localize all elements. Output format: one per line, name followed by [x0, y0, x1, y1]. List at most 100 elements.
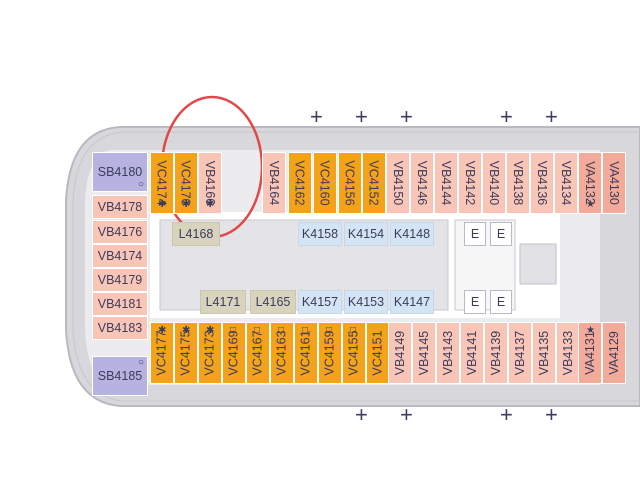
lifeboat-plus-icon: +	[500, 104, 513, 129]
cabin-vb4144[interactable]: VB4144	[434, 152, 458, 214]
cabin-vb4178[interactable]: VB4178	[92, 195, 148, 219]
cabin-vc4167[interactable]: VC4167	[246, 322, 270, 384]
cabin-vb4183[interactable]: VB4183	[92, 316, 148, 340]
asterisk-icon: ✱	[182, 325, 191, 336]
cabin-vc4160[interactable]: VC4160	[313, 152, 337, 214]
cabin-vc4177[interactable]: VC4177	[150, 322, 174, 384]
cabin-number: L4165	[255, 295, 291, 309]
cabin-vb4181[interactable]: VB4181	[92, 292, 148, 316]
cabin-vb4166[interactable]: VB4166	[198, 152, 222, 214]
cabin-va4129[interactable]: VA4129	[602, 322, 626, 384]
cabin-number: E	[496, 295, 506, 309]
cabin-number: SB4180	[97, 165, 143, 179]
cabin-number: K4157	[301, 295, 339, 309]
cabin-number: VB4135	[537, 330, 552, 376]
circle-icon: ○	[138, 357, 145, 368]
cabin-vb4134[interactable]: VB4134	[554, 152, 578, 214]
cabin-vb4176[interactable]: VB4176	[92, 220, 148, 244]
square-icon: □	[302, 325, 309, 336]
cabin-vc4161[interactable]: VC4161	[294, 322, 318, 384]
cabin-vc4162[interactable]: VC4162	[288, 152, 312, 214]
cabin-vc4163[interactable]: VC4163	[270, 322, 294, 384]
lifeboat-plus-icon: +	[355, 104, 368, 129]
cabin-number: VB4144	[439, 160, 454, 206]
cabin-number: VC4156	[343, 160, 357, 206]
cabin-number: VC4173	[203, 330, 217, 376]
cabin-number: VC4159	[323, 330, 337, 376]
cabin-vb4146[interactable]: VB4146	[410, 152, 434, 214]
cabin-vb4138[interactable]: VB4138	[506, 152, 530, 214]
cabin-vc4170[interactable]: VC4170	[174, 152, 198, 214]
cabin-number: VB4179	[97, 273, 143, 287]
cabin-l4165[interactable]: L4165	[250, 290, 296, 314]
cabin-number: VC4163	[275, 330, 289, 376]
cabin-va4132[interactable]: VA4132	[578, 152, 602, 214]
cabin-number: VA4129	[607, 331, 621, 375]
cabin-vb4149[interactable]: VB4149	[388, 322, 412, 384]
cabin-number: VB4174	[97, 249, 143, 263]
cabin-k4154[interactable]: K4154	[344, 222, 388, 246]
asterisk-icon: ✱	[206, 199, 215, 210]
lifeboat-plus-icon: +	[310, 104, 323, 129]
cabin-vb4174[interactable]: VB4174	[92, 244, 148, 268]
cabin-number: VB4178	[97, 200, 143, 214]
cabin-number: VB4137	[513, 330, 528, 376]
cabin-vb4145[interactable]: VB4145	[412, 322, 436, 384]
lifeboat-plus-icon: +	[355, 402, 368, 427]
cabin-vb4139[interactable]: VB4139	[484, 322, 508, 384]
cabin-number: VB4142	[463, 160, 478, 206]
cabin-vc4152[interactable]: VC4152	[362, 152, 386, 214]
cabin-vb4179[interactable]: VB4179	[92, 268, 148, 292]
stairwell	[519, 243, 557, 285]
cabin-e[interactable]: E	[464, 222, 486, 246]
cabin-e[interactable]: E	[490, 222, 512, 246]
cabin-vc4155[interactable]: VC4155	[342, 322, 366, 384]
cabin-vc4169[interactable]: VC4169	[222, 322, 246, 384]
cabin-sb4180[interactable]: SB4180	[92, 152, 148, 192]
cabin-number: VB4133	[561, 330, 576, 376]
cabin-vb4142[interactable]: VB4142	[458, 152, 482, 214]
cabin-number: K4153	[347, 295, 385, 309]
lifeboat-plus-icon: +	[545, 402, 558, 427]
cabin-k4147[interactable]: K4147	[390, 290, 434, 314]
cabin-number: VC4155	[347, 330, 361, 376]
cabin-va4131[interactable]: VA4131	[578, 322, 602, 384]
cabin-number: VB4146	[415, 160, 430, 206]
cabin-sb4185[interactable]: SB4185	[92, 356, 148, 396]
cabin-number: VA4131	[583, 331, 597, 375]
lifeboat-plus-icon: +	[500, 402, 513, 427]
cabin-e[interactable]: E	[464, 290, 486, 314]
star-icon: ★	[586, 199, 595, 210]
cabin-vc4175[interactable]: VC4175	[174, 322, 198, 384]
cabin-number: VA4130	[607, 161, 621, 205]
cabin-vb4141[interactable]: VB4141	[460, 322, 484, 384]
cabin-e[interactable]: E	[490, 290, 512, 314]
cabin-vb4164[interactable]: VB4164	[262, 152, 286, 214]
cabin-number: VC4169	[227, 330, 241, 376]
cabin-va4130[interactable]: VA4130	[602, 152, 626, 214]
cabin-k4153[interactable]: K4153	[344, 290, 388, 314]
cabin-k4158[interactable]: K4158	[298, 222, 342, 246]
cabin-vb4137[interactable]: VB4137	[508, 322, 532, 384]
cabin-number: K4154	[347, 227, 385, 241]
cabin-number: VB4145	[417, 330, 432, 376]
cabin-l4171[interactable]: L4171	[200, 290, 246, 314]
asterisk-icon: ✱	[158, 325, 167, 336]
cabin-k4157[interactable]: K4157	[298, 290, 342, 314]
cabin-number: VB4183	[97, 321, 143, 335]
cabin-l4168[interactable]: L4168	[172, 222, 220, 246]
cabin-vb4150[interactable]: VB4150	[386, 152, 410, 214]
cabin-vc4159[interactable]: VC4159	[318, 322, 342, 384]
cabin-vc4156[interactable]: VC4156	[338, 152, 362, 214]
cabin-k4148[interactable]: K4148	[390, 222, 434, 246]
cabin-vc4173[interactable]: VC4173	[198, 322, 222, 384]
cabin-vb4143[interactable]: VB4143	[436, 322, 460, 384]
cabin-vc4151[interactable]: VC4151	[366, 322, 390, 384]
cabin-vc4174[interactable]: VC4174	[150, 152, 174, 214]
cabin-vb4136[interactable]: VB4136	[530, 152, 554, 214]
cabin-vb4133[interactable]: VB4133	[556, 322, 580, 384]
cabin-vb4140[interactable]: VB4140	[482, 152, 506, 214]
cabin-number: VB4143	[441, 330, 456, 376]
cabin-vb4135[interactable]: VB4135	[532, 322, 556, 384]
